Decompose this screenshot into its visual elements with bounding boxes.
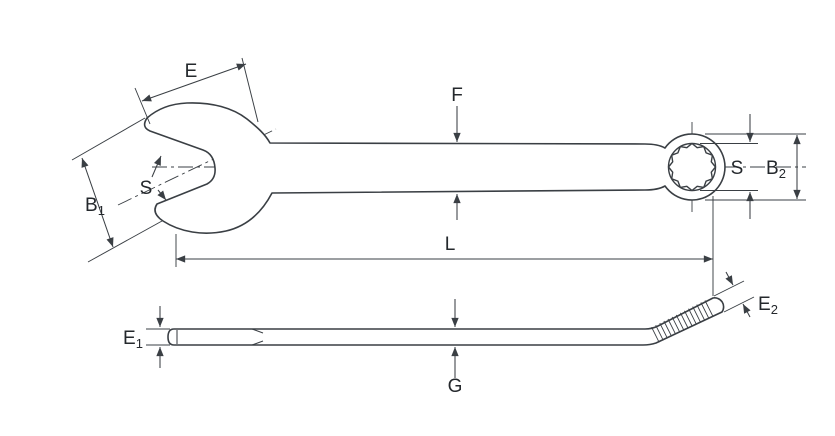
label-E2: E2 (758, 294, 778, 317)
dimension-E1: E1 (123, 306, 170, 368)
dim-B1-extension-line (87, 220, 163, 263)
dimension-B2: B2 (705, 133, 806, 201)
wrench-top-view (143, 102, 726, 234)
dimension-F: F (451, 85, 463, 220)
dim-E-extension-line (241, 57, 259, 123)
ring-end-knurl-hatching (651, 300, 714, 343)
open-end-axis-centerline (117, 128, 277, 206)
dimension-S-open-end: S (140, 155, 167, 201)
label-E1: E1 (123, 328, 143, 351)
label-G: G (448, 376, 463, 397)
dim-S-open-arrow (151, 155, 162, 178)
dim-S-open-arrow (157, 189, 167, 201)
label-B2: B2 (766, 158, 786, 181)
dimension-G: G (448, 299, 463, 397)
dim-E2-arrow-upper (725, 271, 734, 286)
dimension-L: L (175, 196, 714, 296)
ring-12point-broach (667, 142, 717, 192)
label-B1: B1 (85, 195, 105, 218)
dimension-B1: B1 (71, 117, 163, 263)
dimension-E2: E2 (713, 271, 778, 318)
dim-E-extension-line (134, 87, 151, 125)
dim-E2-extension-line (723, 296, 755, 313)
dimension-E: E (134, 57, 259, 125)
dim-B1-extension-line (71, 117, 146, 161)
label-S-open-end: S (140, 178, 153, 199)
label-S-ring: S (731, 158, 744, 179)
dim-E2-arrow-lower (742, 303, 751, 318)
dim-B1-line (81, 157, 114, 248)
dim-E-line (141, 63, 247, 102)
wrench-outline (143, 102, 726, 234)
dimension-S-ring: S (700, 114, 758, 219)
side-head-transition-lines (251, 328, 264, 346)
label-F: F (451, 85, 463, 106)
side-profile-outline (167, 297, 725, 346)
label-E: E (185, 61, 198, 82)
wrench-side-view (167, 297, 725, 346)
label-L: L (445, 234, 456, 255)
dim-E2-extension-line (713, 280, 745, 297)
